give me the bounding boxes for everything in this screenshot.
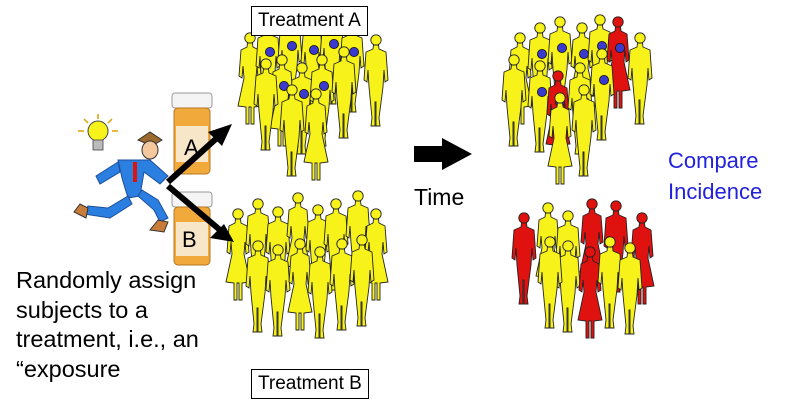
assignment-caption: Randomly assign subjects to a treatment,… [16, 266, 231, 384]
compare-line-2: Incidence [668, 179, 763, 204]
person-icon [265, 244, 291, 337]
treatment-marker-icon [286, 41, 297, 52]
treatment-marker-icon [348, 47, 359, 58]
treatment-marker-icon [615, 43, 626, 54]
caption-line-3: treatment, i.e., an [16, 326, 199, 352]
lightbulb-icon [78, 114, 118, 151]
compare-incidence-label: Compare Incidence [668, 145, 762, 207]
diseased-person-icon [511, 212, 537, 305]
treatment-marker-icon [579, 49, 590, 60]
treatment-marker-icon [298, 89, 309, 100]
treatment-b-outcome-group [511, 198, 655, 339]
treatment-marker-icon [599, 75, 610, 86]
treatment-a-label: Treatment A [251, 6, 368, 36]
caption-line-1: Randomly assign [16, 267, 197, 293]
treatment-marker-icon [308, 45, 319, 56]
treatment-marker-icon [537, 87, 548, 98]
assign-arrow-a-icon [165, 124, 232, 185]
compare-line-1: Compare [668, 148, 759, 173]
treatment-marker-icon [264, 47, 275, 58]
bottle-b-label: B [182, 227, 197, 252]
treatment-a-group [237, 12, 389, 181]
time-arrow-icon [414, 138, 472, 170]
assign-arrow-b-icon [166, 183, 234, 242]
running-man-icon [73, 131, 169, 233]
treatment-marker-icon [328, 39, 339, 50]
treatment-marker-icon [537, 49, 548, 60]
treatment-marker-icon [318, 81, 329, 92]
time-label: Time [414, 184, 465, 210]
treatment-marker-icon [557, 43, 568, 54]
treatment-b-label: Treatment B [251, 369, 369, 399]
pill-bottle-a-icon [171, 92, 213, 175]
caption-line-2: subjects to a [16, 296, 148, 323]
person-icon [363, 34, 389, 127]
treatment-b-group [225, 190, 389, 339]
treatment-a-outcome-group [501, 14, 653, 185]
caption-line-4: “exposure [16, 355, 121, 382]
person-icon [627, 32, 653, 125]
